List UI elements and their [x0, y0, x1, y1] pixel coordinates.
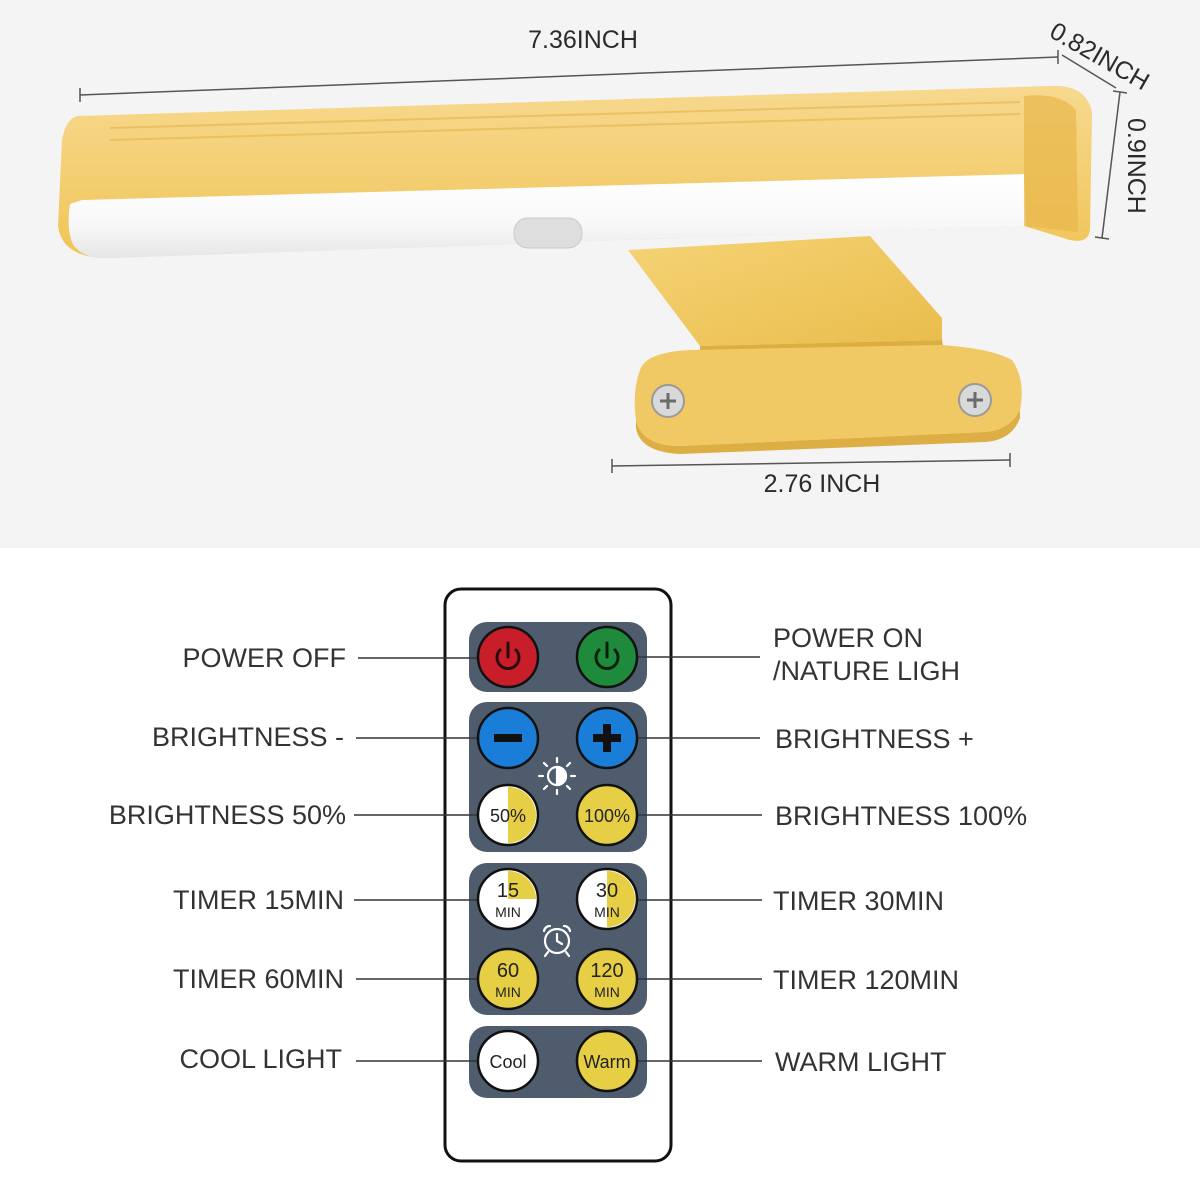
timer-120-unit: MIN	[594, 984, 620, 1000]
brightness-100-button[interactable]: 100%	[575, 783, 639, 847]
sun-icon	[537, 756, 577, 796]
lamp-mount-arm	[628, 236, 942, 346]
cool-light-label: Cool	[489, 1052, 526, 1072]
dim-line-depth	[1061, 54, 1117, 89]
label-brightness-plus: BRIGHTNESS +	[775, 724, 974, 754]
label-timer-15: TIMER 15MIN	[173, 885, 344, 915]
lamp-base-plate-edge	[636, 410, 1020, 454]
cool-light-button[interactable]: Cool	[476, 1029, 540, 1093]
label-timer-120: TIMER 120MIN	[773, 965, 959, 995]
screw-icon	[958, 383, 992, 417]
brightness-100-label: 100%	[584, 806, 630, 826]
alarm-clock-icon	[542, 924, 572, 958]
timer-60-button[interactable]: 60 MIN	[476, 947, 540, 1011]
label-power-on: POWER ON	[773, 623, 923, 653]
label-warm-light: WARM LIGHT	[775, 1047, 947, 1077]
power-icon	[594, 641, 620, 670]
dim-line-height	[1094, 90, 1128, 240]
plus-icon	[593, 724, 621, 752]
remote-diagram: 50% 100% 15 MIN 30 MIN	[109, 587, 1027, 1163]
brightness-minus-button[interactable]	[476, 706, 540, 770]
lamp-base-plate	[634, 345, 1022, 446]
label-brightness-minus: BRIGHTNESS -	[152, 722, 344, 752]
dim-bracket-label: 2.76 INCH	[764, 470, 881, 498]
dim-height-label: 0.9INCH	[1122, 118, 1150, 214]
label-power-off: POWER OFF	[183, 643, 347, 673]
screw-icon	[651, 384, 685, 418]
lamp-dimension-drawing: 7.36INCH 0.82INCH 0.9INCH 2.76 INCH	[58, 17, 1154, 498]
dim-depth-label: 0.82INCH	[1045, 17, 1154, 96]
timer-60-number: 60	[497, 960, 519, 982]
lamp-diffuser	[68, 174, 1026, 259]
timer-120-number: 120	[590, 960, 623, 982]
warm-light-label: Warm	[583, 1052, 630, 1072]
timer-30-number: 30	[596, 880, 618, 902]
minus-icon	[494, 734, 522, 742]
label-cool-light: COOL LIGHT	[179, 1044, 342, 1074]
brightness-plus-button[interactable]	[575, 706, 639, 770]
label-brightness-100: BRIGHTNESS 100%	[775, 801, 1027, 831]
warm-light-button[interactable]: Warm	[575, 1029, 639, 1093]
timer-15-unit: MIN	[495, 904, 521, 920]
label-timer-30: TIMER 30MIN	[773, 886, 944, 916]
brightness-50-label: 50%	[490, 806, 526, 826]
timer-60-unit: MIN	[495, 984, 521, 1000]
dim-line-bracket	[611, 453, 1011, 473]
power-icon	[495, 641, 521, 670]
timer-15-number: 15	[497, 880, 519, 902]
lamp-bar-ribs	[109, 101, 1021, 141]
timer-120-button[interactable]: 120 MIN	[575, 947, 639, 1011]
timer-30-unit: MIN	[594, 904, 620, 920]
timer-30-button[interactable]: 30 MIN	[575, 867, 639, 931]
dim-line-length	[79, 50, 1059, 102]
label-brightness-50: BRIGHTNESS 50%	[109, 800, 346, 830]
brightness-50-button[interactable]: 50%	[476, 783, 540, 847]
motion-sensor	[513, 217, 583, 249]
timer-15-button[interactable]: 15 MIN	[476, 867, 540, 931]
power-on-button[interactable]	[575, 625, 639, 689]
label-nature-light: /NATURE LIGH	[773, 656, 960, 686]
power-off-button[interactable]	[476, 625, 540, 689]
dim-length-label: 7.36INCH	[528, 26, 638, 54]
lamp-end-cap	[1024, 95, 1078, 232]
label-timer-60: TIMER 60MIN	[173, 964, 344, 994]
